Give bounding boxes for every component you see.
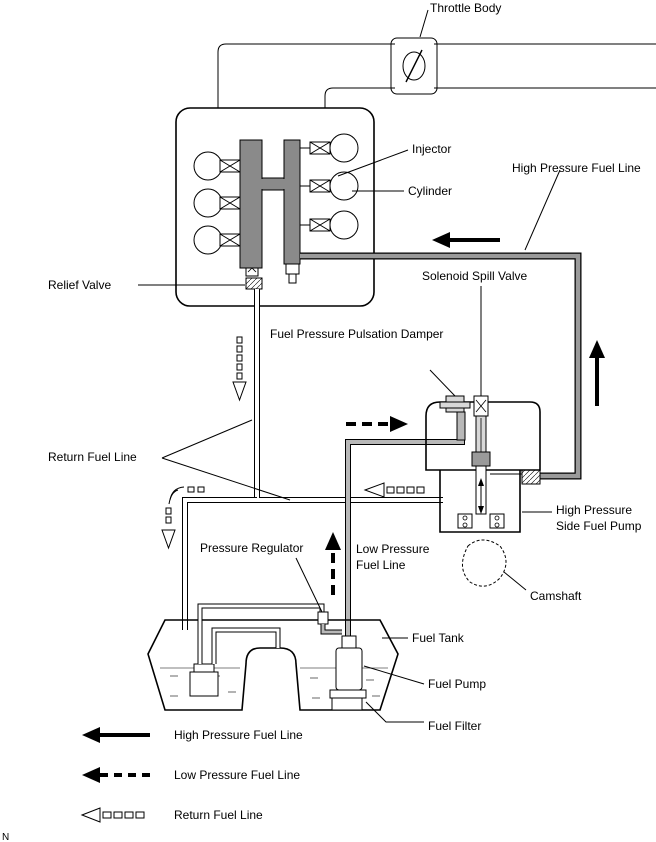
injector-label: Injector [412, 142, 451, 156]
throttle-body [390, 37, 438, 95]
return-line-leader-1 [161, 419, 253, 459]
fuel-filter-label: Fuel Filter [428, 719, 481, 733]
camshaft-label: Camshaft [530, 589, 582, 603]
rail-end-fitting [285, 263, 300, 284]
corner-mark: N [2, 832, 9, 842]
damper-leader [429, 369, 456, 397]
fuel-filter-leader [365, 701, 424, 723]
fuel-rails [239, 139, 301, 269]
camshaft-leader [503, 571, 527, 591]
return-pipe-main [182, 497, 257, 630]
injector-leader [337, 149, 409, 177]
engine-block [175, 107, 375, 307]
return-flow-arrow-down-2 [161, 486, 205, 550]
camshaft-lobe [462, 539, 507, 587]
relief-valve [245, 267, 263, 290]
intake-ducts [217, 43, 656, 108]
damper-label: Fuel Pressure Pulsation Damper [270, 327, 443, 341]
legend-return-arrow [80, 807, 145, 823]
high-pressure-pipe [300, 252, 582, 480]
legend-low-pressure-arrow [82, 767, 150, 783]
throttle-body-leader [419, 9, 429, 38]
return-line-label: Return Fuel Line [48, 450, 137, 464]
return-line-leader-2 [161, 457, 291, 501]
hp-flow-arrow-up [589, 340, 605, 406]
lp-flow-arrow-up [325, 532, 341, 595]
lp-flow-arrow-right [346, 416, 408, 432]
spill-valve-label: Solenoid Spill Valve [422, 269, 528, 283]
return-flow-arrow-left [363, 482, 425, 498]
fuel-tank [147, 603, 399, 711]
legend-high-pressure-label: High Pressure Fuel Line [174, 728, 303, 742]
relief-valve-label: Relief Valve [48, 278, 111, 292]
fuel-tank-label: Fuel Tank [412, 631, 465, 645]
throttle-body-label: Throttle Body [430, 1, 501, 15]
hp-line-leader [524, 169, 561, 251]
return-flow-arrow-down-1 [232, 336, 247, 402]
fuel-pump-label: Fuel Pump [428, 677, 486, 691]
hp-line-label: High Pressure Fuel Line [512, 161, 641, 175]
pressure-regulator-label: Pressure Regulator [200, 541, 303, 555]
legend-low-pressure-label: Low Pressure Fuel Line [174, 768, 300, 782]
injectors [219, 141, 331, 247]
legend-return-label: Return Fuel Line [174, 808, 263, 822]
high-pressure-pump [425, 395, 541, 533]
legend: High Pressure Fuel Line Low Pressure Fue… [80, 727, 303, 823]
fuel-pump-leader [363, 665, 425, 685]
cylinder-label: Cylinder [408, 184, 452, 198]
pressure-regulator-leader [295, 557, 323, 613]
legend-high-pressure-arrow [82, 727, 150, 743]
right-bank-cylinders [329, 133, 359, 240]
left-bank-cylinders [193, 151, 223, 255]
lp-line-label-1: Low Pressure [356, 542, 430, 556]
lp-line-label-2: Fuel Line [356, 558, 406, 572]
hp-flow-arrow-left [432, 232, 500, 248]
hp-pump-label-2: Side Fuel Pump [556, 519, 642, 533]
hp-pump-label-1: High Pressure [556, 503, 632, 517]
